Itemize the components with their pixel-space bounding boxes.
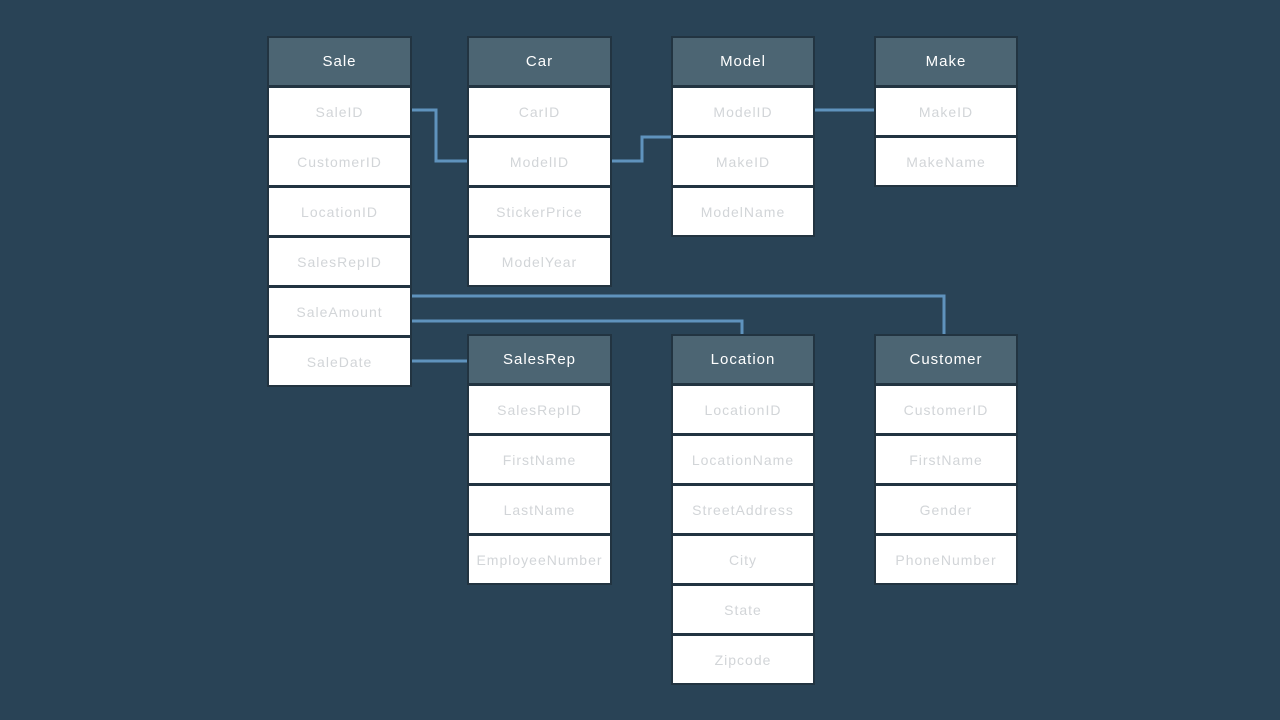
field-row: PhoneNumber — [876, 536, 1016, 583]
primary-key-row: ModelID — [673, 88, 813, 135]
field-row: SaleAmount — [269, 288, 410, 335]
field-row: SalesRepID — [269, 238, 410, 285]
table-title-car: Car — [469, 38, 610, 85]
field-row: StickerPrice — [469, 188, 610, 235]
field-row: Zipcode — [673, 636, 813, 683]
connector-car-to-model — [608, 135, 675, 163]
field-row: City — [673, 536, 813, 583]
field-row: State — [673, 586, 813, 633]
table-title-model: Model — [673, 38, 813, 85]
field-row: MakeID — [673, 138, 813, 185]
field-row: Gender — [876, 486, 1016, 533]
field-row: ModelYear — [469, 238, 610, 285]
primary-key-row: MakeID — [876, 88, 1016, 135]
table-title-customer: Customer — [876, 336, 1016, 383]
field-row: SaleDate — [269, 338, 410, 385]
field-row: LastName — [469, 486, 610, 533]
field-row: FirstName — [876, 436, 1016, 483]
primary-key-row: CustomerID — [876, 386, 1016, 433]
primary-key-row: LocationID — [673, 386, 813, 433]
primary-key-row: SaleID — [269, 88, 410, 135]
field-row: LocationName — [673, 436, 813, 483]
primary-key-row: SalesRepID — [469, 386, 610, 433]
field-row: ModelName — [673, 188, 813, 235]
primary-key-row: CarID — [469, 88, 610, 135]
connector-sale-to-customer — [409, 294, 946, 345]
table-title-make: Make — [876, 38, 1016, 85]
field-row: CustomerID — [269, 138, 410, 185]
table-title-salesrep: SalesRep — [469, 336, 610, 383]
connector-sale-to-car — [409, 108, 472, 163]
field-row: LocationID — [269, 188, 410, 235]
field-row: StreetAddress — [673, 486, 813, 533]
field-row: FirstName — [469, 436, 610, 483]
table-title-location: Location — [673, 336, 813, 383]
field-row: EmployeeNumber — [469, 536, 610, 583]
table-title-sale: Sale — [269, 38, 410, 85]
field-row: ModelID — [469, 138, 610, 185]
field-row: MakeName — [876, 138, 1016, 185]
